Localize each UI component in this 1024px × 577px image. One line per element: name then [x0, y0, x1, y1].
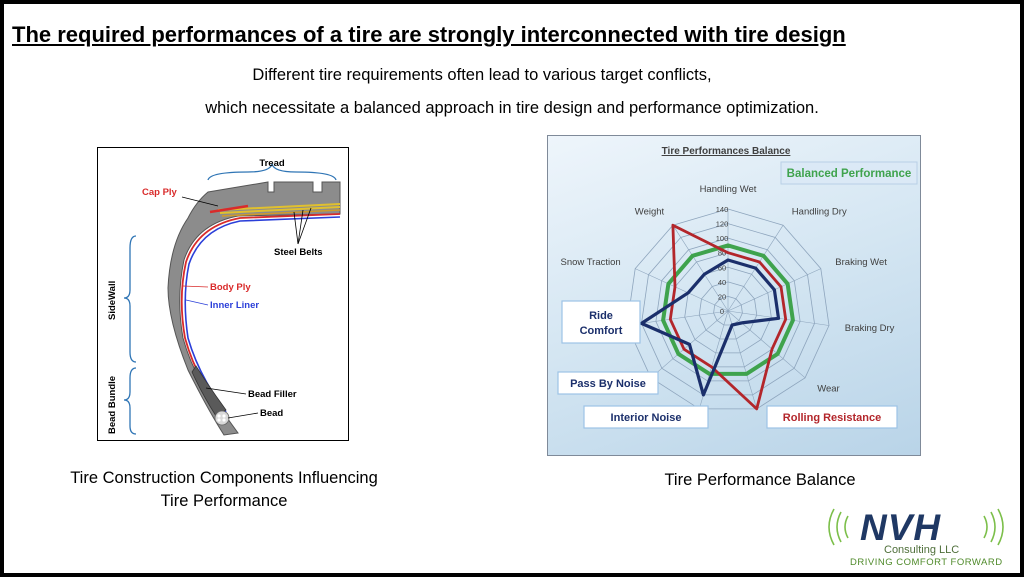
balanced-legend-box — [780, 161, 918, 185]
nvh-logo-waves — [828, 508, 1004, 546]
sound-wave-icon — [828, 508, 835, 546]
radar-grid-ring — [713, 295, 743, 326]
radar-grid-ring — [626, 208, 830, 410]
radar-grid-ring — [641, 223, 815, 396]
bead-filler-leader — [205, 387, 247, 395]
radar-category-label: Handling Dry — [792, 207, 847, 218]
sound-wave-icon — [997, 508, 1004, 546]
diagram-caption: Tire Construction Components Influencing… — [24, 467, 424, 513]
body-ply-label: Body Ply — [210, 282, 251, 293]
radar-series-line — [661, 243, 795, 376]
nvh-logo: NVH — [860, 507, 942, 548]
radar-category-label: Handling Wet — [700, 184, 757, 195]
inner-liner-line — [184, 216, 341, 413]
subtitle-line-2: which necessitate a balanced approach in… — [205, 99, 819, 117]
steel-belt-leader — [297, 209, 304, 245]
sound-wave-icon — [844, 515, 849, 539]
bead-circle — [214, 410, 230, 426]
radar-spoke — [672, 225, 729, 312]
interior-noise-callout-box — [583, 405, 709, 429]
cap-ply-label: Cap Ply — [142, 187, 178, 198]
radar-series-line — [668, 223, 788, 411]
radar-caption: Tire Performance Balance — [664, 471, 856, 489]
interior-noise-callout: Interior Noise — [611, 412, 682, 424]
diagram-caption-line-1: Tire Construction Components Influencing — [70, 469, 378, 487]
steel-belt-line-2 — [219, 206, 341, 214]
logo-tagline-2: DRIVING COMFORT FORWARD — [850, 557, 1003, 568]
radar-category-label: Wear — [817, 383, 840, 394]
sidewall-brace — [123, 235, 137, 363]
radar-category-label: Braking Dry — [845, 323, 895, 334]
radar-tick-label: 60 — [718, 263, 726, 272]
bead-leader — [227, 412, 259, 419]
steel-belt-line-1 — [217, 203, 341, 211]
radar-series-line — [639, 258, 781, 397]
ride-comfort-callout-line-2: Comfort — [580, 325, 623, 337]
ride-comfort-callout-box — [561, 300, 641, 344]
cap-ply-line — [209, 204, 249, 214]
tire-cross-section-drawing: Tread Cap Ply Steel Belts Body Ply Inner… — [107, 158, 341, 436]
radar-tick-label: 20 — [718, 292, 726, 301]
steel-belts-label: Steel Belts — [274, 247, 323, 258]
steel-belt-line-3 — [221, 209, 341, 217]
bead-filler-label: Bead Filler — [248, 389, 297, 400]
radar-category-label: Snow Traction — [560, 257, 620, 268]
body-ply-leader — [182, 285, 209, 288]
radar-category-label: Braking Wet — [835, 257, 887, 268]
diagram-caption-line-2: Tire Performance — [160, 492, 288, 510]
radar-tick-label: 80 — [718, 249, 726, 258]
tread-label: Tread — [259, 158, 285, 169]
sound-wave-icon — [990, 511, 996, 543]
radar-category-label: Weight — [635, 207, 665, 218]
sound-wave-icon — [836, 511, 842, 543]
sidewall-label: SideWall — [107, 281, 118, 320]
bead-wire-dot — [217, 418, 221, 422]
logo-tagline-1: Consulting LLC — [884, 544, 960, 556]
radar-tick-label: 40 — [718, 278, 726, 287]
radar-spoke — [635, 268, 729, 312]
balanced-legend-label: Balanced Performance — [787, 168, 912, 180]
bead-bundle-brace — [123, 367, 137, 435]
radar-tick-label: 120 — [716, 220, 729, 229]
steel-belt-leader — [297, 207, 312, 245]
radar-tick-label: 100 — [716, 234, 729, 243]
radar-chart-panel: Tire Performances Balance 0 20 40 60 80 100 12… — [547, 135, 921, 456]
bead-wire-dot — [222, 414, 226, 418]
slide: The required performances of a tire are … — [4, 4, 1020, 573]
bead-wire-dot — [222, 418, 226, 422]
page-title: The required performances of a tire are … — [12, 22, 846, 47]
subtitle-line-1: Different tire requirements often lead t… — [252, 66, 712, 84]
radar-chart: Tire Performances Balance 0 20 40 60 80 100 12… — [557, 146, 918, 429]
radar-tick-label: 140 — [716, 205, 729, 214]
inner-liner-label: Inner Liner — [210, 300, 259, 311]
sound-wave-icon — [983, 515, 988, 539]
chart-title: Tire Performances Balance — [662, 146, 791, 157]
cap-ply-leader — [181, 196, 219, 207]
radar-series-group — [639, 223, 795, 411]
bead-wire-dot — [217, 414, 221, 418]
bead-bundle-label: Bead Bundle — [107, 376, 118, 434]
steel-belt-leader — [293, 211, 299, 245]
ride-comfort-callout-line-1: Ride — [589, 310, 613, 322]
rolling-resistance-callout: Rolling Resistance — [783, 412, 881, 424]
pass-by-noise-callout-box — [557, 371, 659, 395]
radar-tick-label: 0 — [720, 307, 724, 316]
pass-by-noise-callout: Pass By Noise — [570, 378, 646, 390]
rolling-resistance-callout-box — [766, 405, 898, 429]
bead-label: Bead — [260, 408, 283, 419]
tread-brace — [207, 163, 337, 181]
inner-liner-leader — [185, 299, 209, 306]
tire-construction-diagram: Tread Cap Ply Steel Belts Body Ply Inner… — [97, 147, 349, 441]
